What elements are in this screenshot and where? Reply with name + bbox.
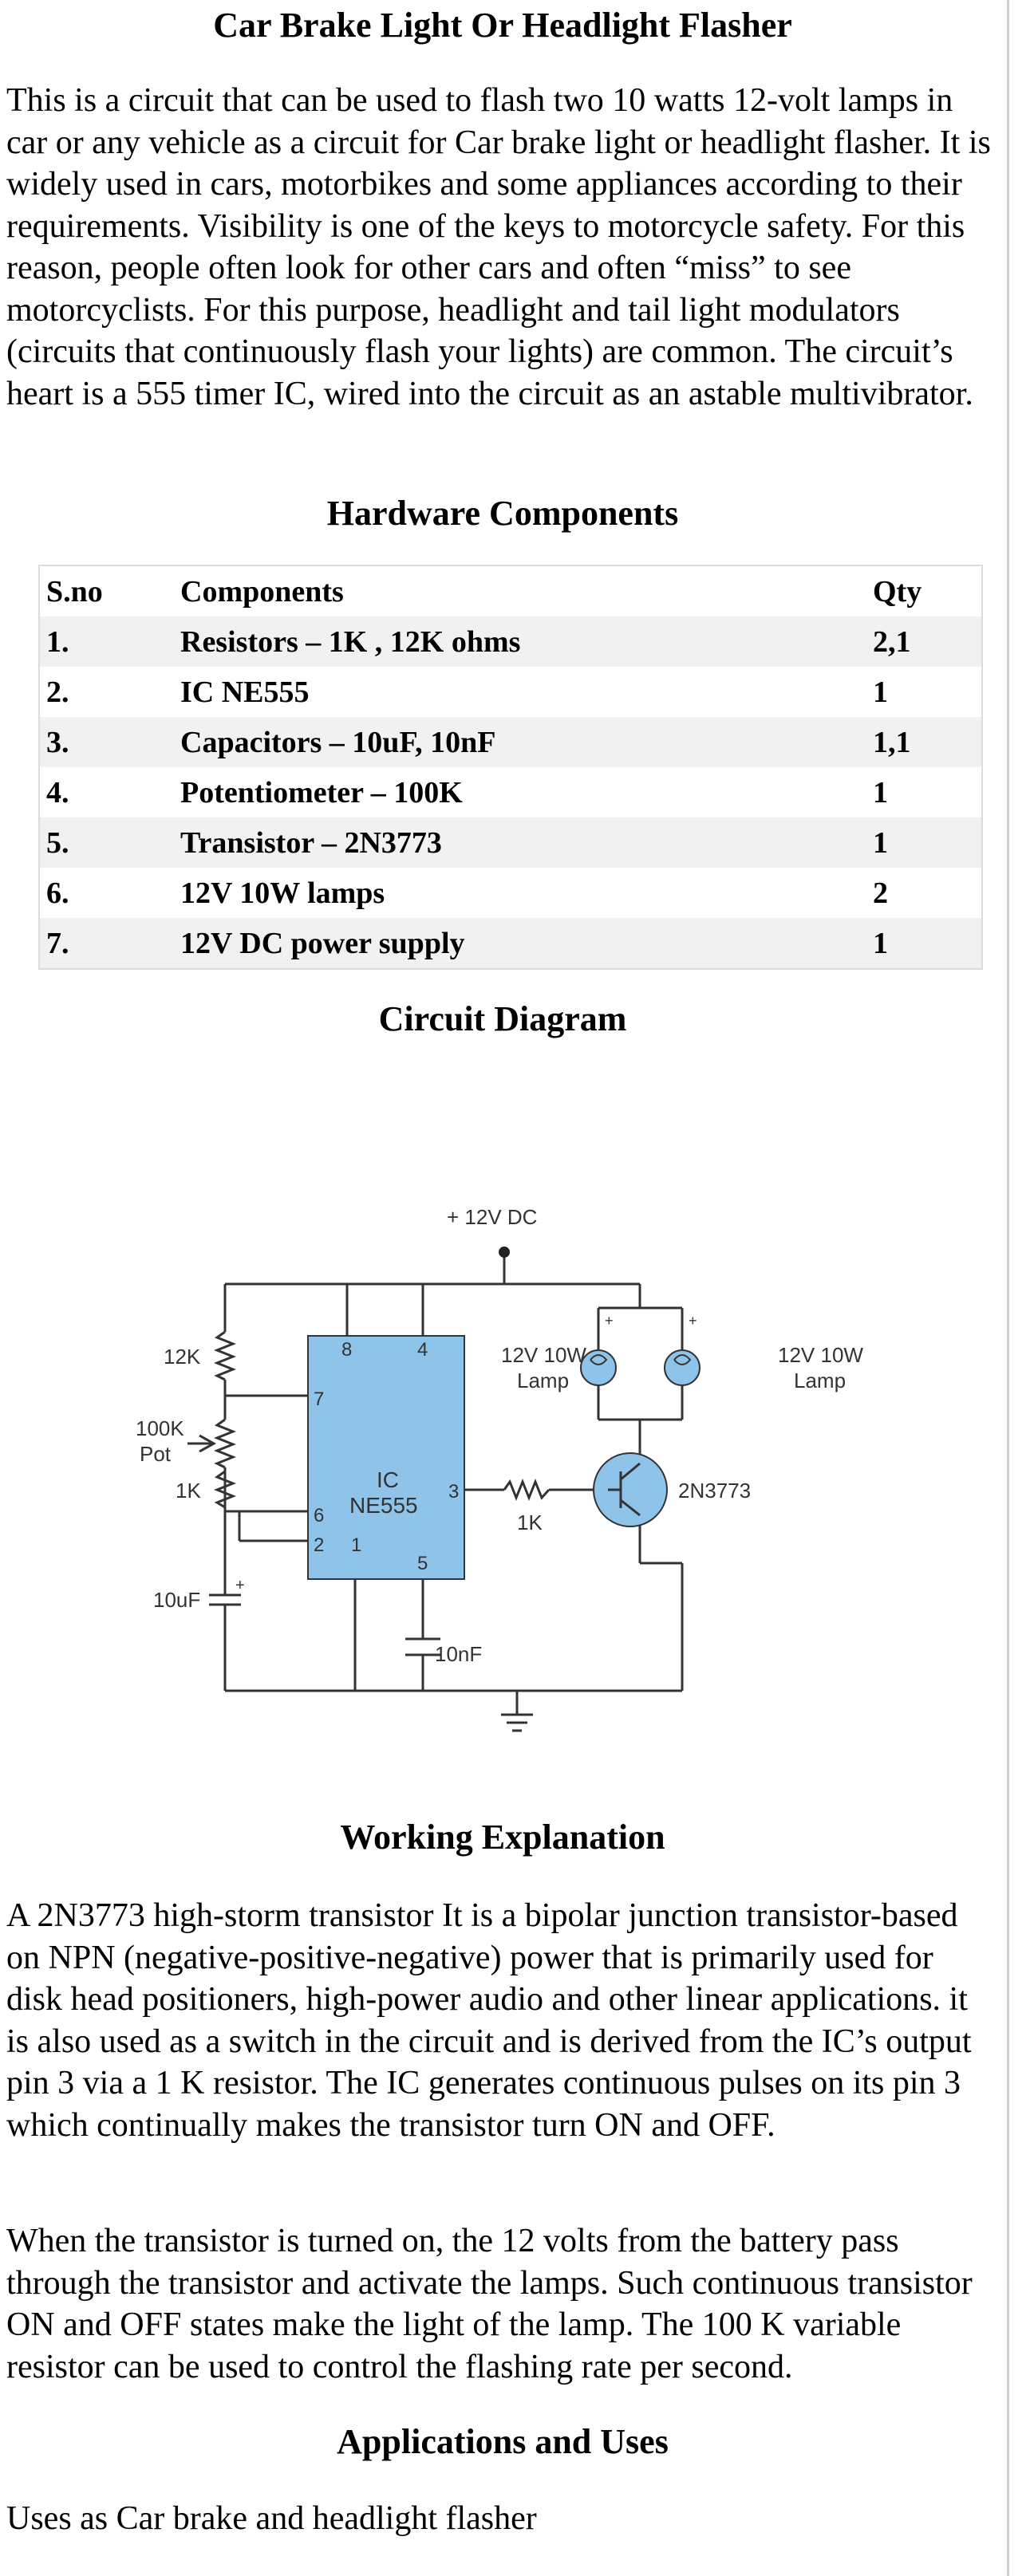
lamp-1-label-1: 12V 10W xyxy=(501,1343,586,1367)
table-row: 5. Transistor – 2N3773 1 xyxy=(39,817,982,868)
applications-heading: Applications and Uses xyxy=(337,2422,669,2461)
ground-icon xyxy=(501,1713,533,1732)
pin-3: 3 xyxy=(448,1481,459,1503)
label-1k-left: 1K xyxy=(176,1479,201,1503)
pin-8: 8 xyxy=(341,1339,352,1361)
page-title: Car Brake Light Or Headlight Flasher xyxy=(213,6,792,45)
cell-component: IC NE555 xyxy=(180,675,310,709)
pin-6: 6 xyxy=(314,1505,324,1526)
table-row: 7. 12V DC power supply 1 xyxy=(39,918,982,969)
hardware-table: S.no Components Qty 1. Resistors – 1K , … xyxy=(38,565,983,970)
cell-sno: 1. xyxy=(46,624,69,659)
cell-component: Transistor – 2N3773 xyxy=(180,825,442,860)
cell-sno: 2. xyxy=(46,675,69,709)
cell-component: 12V 10W lamps xyxy=(180,876,385,910)
table-row: 4. Potentiometer – 100K 1 xyxy=(39,767,982,817)
pin-1: 1 xyxy=(351,1534,361,1556)
lamp-2-icon xyxy=(664,1349,701,1386)
lamp-1-plus: + xyxy=(605,1313,614,1329)
cell-qty: 2 xyxy=(873,876,888,910)
resistor-12k xyxy=(213,1330,237,1381)
label-12k: 12K xyxy=(164,1345,201,1369)
scrollbar-track[interactable] xyxy=(1007,0,1009,2576)
lamp-1-icon xyxy=(580,1349,617,1386)
applications-text: Uses as Car brake and headlight flasher xyxy=(6,2500,537,2537)
label-10uf: 10uF xyxy=(153,1588,200,1612)
ic-label-2: NE555 xyxy=(349,1493,418,1518)
circuit-heading: Circuit Diagram xyxy=(378,999,627,1038)
cell-qty: 1 xyxy=(873,926,888,960)
resistor-1k-left xyxy=(213,1470,237,1509)
cell-sno: 7. xyxy=(46,926,69,960)
table-row: 1. Resistors – 1K , 12K ohms 2,1 xyxy=(39,616,982,667)
label-pot-2: Pot xyxy=(140,1442,172,1466)
cell-component: 12V DC power supply xyxy=(180,926,465,960)
resistor-1k-base xyxy=(503,1478,551,1502)
pin-4: 4 xyxy=(417,1339,428,1361)
pin-5: 5 xyxy=(417,1553,428,1574)
col-sno: S.no xyxy=(46,574,103,609)
ic-ne555 xyxy=(307,1335,465,1580)
table-row: 6. 12V 10W lamps 2 xyxy=(39,868,982,918)
cell-component: Potentiometer – 100K xyxy=(180,775,463,809)
intro-paragraph: This is a circuit that can be used to fl… xyxy=(6,82,991,412)
cap-plus: + xyxy=(235,1577,245,1594)
table-header-row: S.no Components Qty xyxy=(39,565,982,616)
circuit-diagram: + 12V DC 12K 100K Pot 1K + 10uF IC NE555… xyxy=(136,1205,863,1732)
col-components: Components xyxy=(180,574,344,609)
label-transistor: 2N3773 xyxy=(678,1479,751,1503)
lamp-2-plus: + xyxy=(689,1313,697,1329)
working-paragraph-2: When the transistor is turned on, the 12… xyxy=(6,2223,973,2385)
hardware-heading: Hardware Components xyxy=(326,494,679,533)
cell-component: Resistors – 1K , 12K ohms xyxy=(180,624,521,659)
cell-sno: 3. xyxy=(46,725,69,759)
col-qty: Qty xyxy=(873,574,922,609)
cell-sno: 6. xyxy=(46,876,69,910)
table-row: 3. Capacitors – 10uF, 10nF 1,1 xyxy=(39,717,982,767)
transistor-2n3773-icon xyxy=(593,1452,668,1527)
label-10nf: 10nF xyxy=(435,1642,482,1666)
working-heading: Working Explanation xyxy=(340,1818,665,1857)
label-pot-1: 100K xyxy=(136,1416,184,1440)
label-1k-base: 1K xyxy=(517,1511,543,1534)
table-row: 2. IC NE555 1 xyxy=(39,667,982,717)
working-paragraph-1: A 2N3773 high-storm transistor It is a b… xyxy=(6,1897,972,2144)
wires xyxy=(223,1252,684,1715)
ic-label-1: IC xyxy=(377,1467,399,1492)
cell-qty: 1 xyxy=(873,775,888,809)
cell-sno: 4. xyxy=(46,775,69,809)
cell-sno: 5. xyxy=(46,825,69,860)
supply-terminal xyxy=(499,1247,510,1258)
pin-2: 2 xyxy=(314,1534,324,1556)
cell-qty: 1 xyxy=(873,675,888,709)
lamp-2-label-1: 12V 10W xyxy=(778,1343,863,1367)
cell-qty: 1,1 xyxy=(873,725,911,759)
cell-component: Capacitors – 10uF, 10nF xyxy=(180,725,496,759)
cell-qty: 2,1 xyxy=(873,624,911,659)
supply-label: + 12V DC xyxy=(447,1205,537,1229)
lamp-1-label-2: Lamp xyxy=(517,1369,569,1392)
potentiometer xyxy=(213,1418,237,1469)
cell-qty: 1 xyxy=(873,825,888,860)
lamp-2-label-2: Lamp xyxy=(794,1369,846,1392)
article: Car Brake Light Or Headlight Flasher Thi… xyxy=(6,6,991,2537)
pin-7: 7 xyxy=(314,1388,324,1410)
